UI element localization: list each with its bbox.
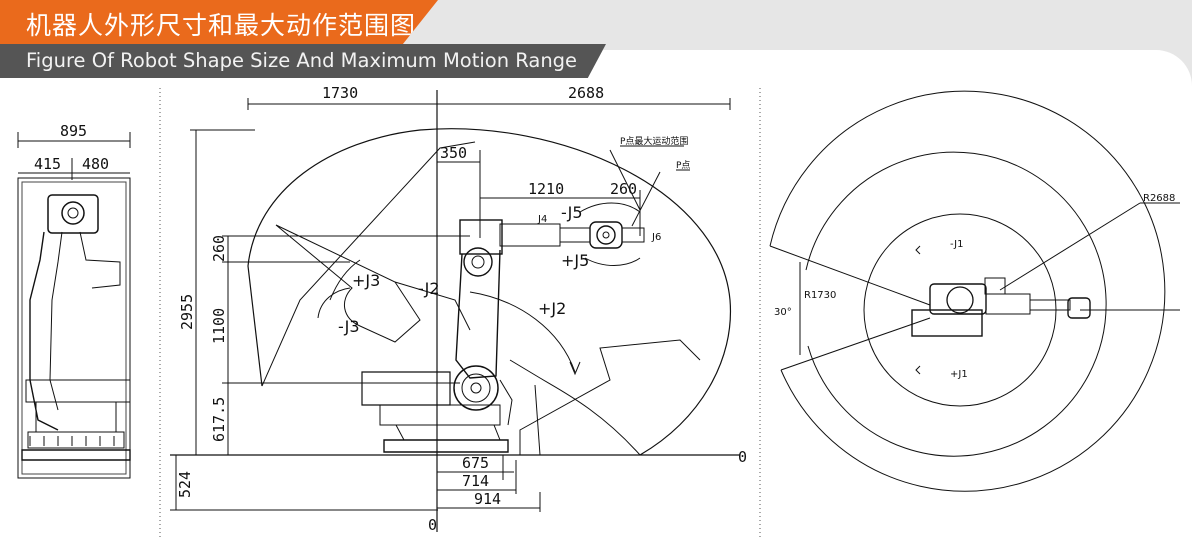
side-dim-2955: 2955 <box>178 294 196 330</box>
label-j5-neg: -J5 <box>561 203 583 222</box>
title-banner-cn: 机器人外形尺寸和最大动作范围图 <box>0 0 438 44</box>
label-j2-neg: -J2 <box>418 279 440 298</box>
label-r2688: R2688 <box>1143 193 1175 204</box>
side-dim-675: 675 <box>462 454 489 472</box>
title-cn: 机器人外形尺寸和最大动作范围图 <box>26 11 417 40</box>
label-j2-pos: +J2 <box>538 299 566 318</box>
label-j3-pos: +J3 <box>352 271 380 290</box>
side-zero-bottom: 0 <box>428 516 437 534</box>
note-point: P点 <box>676 160 690 171</box>
side-dim-1100: 1100 <box>210 308 228 344</box>
note-range: P点最大运动范围 <box>620 135 688 147</box>
side-zero-right: 0 <box>738 448 747 466</box>
front-dim-895: 895 <box>60 122 87 140</box>
side-dim-2688: 2688 <box>568 84 604 102</box>
label-j1-pos: +J1 <box>950 369 968 380</box>
content-panel <box>0 50 1192 542</box>
side-dim-524: 524 <box>176 471 194 498</box>
side-dim-260: 260 <box>210 235 228 262</box>
front-view: 895 415 480 <box>17 122 131 479</box>
side-dim-714: 714 <box>462 472 489 490</box>
front-dim-480: 480 <box>82 155 109 173</box>
side-dim-260-wrist: 260 <box>610 180 637 198</box>
title-banner-en: Figure Of Robot Shape Size And Maximum M… <box>0 44 606 78</box>
label-30deg: 30° <box>774 307 792 318</box>
title-en: Figure Of Robot Shape Size And Maximum M… <box>26 49 578 72</box>
side-view: 1730 2688 2955 260 1100 617.5 524 0 0 67… <box>170 84 747 534</box>
label-j6: J6 <box>651 232 661 243</box>
label-j4: J4 <box>537 214 547 225</box>
top-view: R2688 R1730 30° -J1 +J1 <box>769 90 1180 492</box>
label-j5-pos: +J5 <box>561 251 589 270</box>
side-dim-914: 914 <box>474 490 501 508</box>
label-r1730: R1730 <box>804 290 836 301</box>
side-dim-1210: 1210 <box>528 180 564 198</box>
label-j1-neg: -J1 <box>950 239 963 250</box>
side-dim-1730: 1730 <box>322 84 358 102</box>
label-j3-neg: -J3 <box>338 317 360 336</box>
side-dim-350: 350 <box>440 144 467 162</box>
front-dim-415: 415 <box>34 155 61 173</box>
side-dim-617: 617.5 <box>210 397 228 442</box>
